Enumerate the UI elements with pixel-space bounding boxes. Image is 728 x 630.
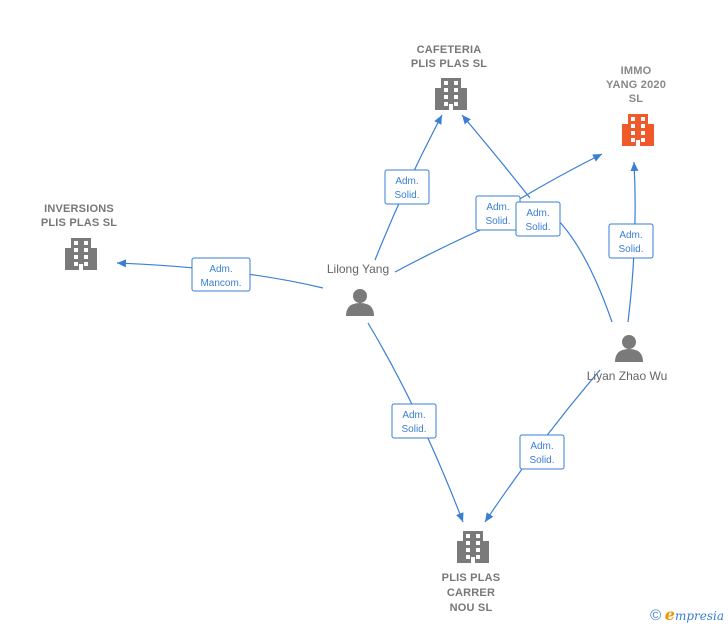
relation-line-2: Solid. (401, 424, 426, 435)
company-immo[interactable]: IMMO YANG 2020 SL (606, 65, 666, 146)
relation-line-1: Adm. (619, 230, 642, 241)
copyright-symbol: © (650, 607, 662, 624)
person-name: Liyan Zhao Wu (587, 369, 668, 383)
relation-line-2: Mancom. (200, 278, 241, 289)
relation-line-2: Solid. (394, 190, 419, 201)
relation-line-1: Adm. (395, 176, 418, 187)
relation-box-r7[interactable]: Adm. Solid. (519, 434, 565, 470)
relation-line-1: Adm. (486, 202, 509, 213)
relation-line-2: Solid. (618, 244, 643, 255)
relation-box-r1[interactable]: Adm. Mancom. (191, 257, 251, 292)
company-name-line: SL (629, 93, 644, 105)
company-inversions[interactable]: INVERSIONS PLIS PLAS SL (41, 203, 117, 270)
building-icon (622, 114, 654, 146)
person-icon (346, 289, 374, 316)
company-name-line: PLIS PLAS SL (41, 217, 117, 229)
relation-line-1: Adm. (402, 410, 425, 421)
brand-name: mpresia (674, 609, 724, 623)
relation-line-1: Adm. (209, 264, 232, 275)
relation-line-1: Adm. (530, 441, 553, 452)
company-name-line: NOU SL (450, 602, 493, 614)
relation-line-2: Solid. (525, 222, 550, 233)
relation-line-2: Solid. (529, 455, 554, 466)
company-name-line: IMMO (621, 65, 652, 77)
person-liyan[interactable]: Liyan Zhao Wu (587, 335, 668, 383)
company-name-line: YANG 2020 (606, 79, 666, 91)
relation-box-r6[interactable]: Adm. Solid. (391, 403, 437, 439)
relation-line-2: Solid. (485, 216, 510, 227)
company-name-line: CARRER (447, 587, 495, 599)
company-name-line: INVERSIONS (44, 203, 114, 215)
company-cafeteria[interactable]: CAFETERIA PLIS PLAS SL (411, 44, 487, 110)
relation-box-r2[interactable]: Adm. Solid. (384, 169, 430, 205)
edge-liyan-cafeteria (461, 114, 531, 199)
company-name-line: PLIS PLAS SL (411, 58, 487, 70)
person-lilong[interactable]: Lilong Yang (327, 262, 389, 316)
building-icon (435, 78, 467, 110)
company-name-line: PLIS PLAS (442, 572, 501, 584)
footer-brand: © empresia (650, 605, 724, 624)
building-icon (65, 238, 97, 270)
relation-line-1: Adm. (526, 208, 549, 219)
company-name-line: CAFETERIA (417, 44, 482, 56)
company-carrer[interactable]: PLIS PLAS CARRER NOU SL (442, 531, 501, 614)
edge-to-immo (517, 153, 603, 201)
relation-box-r3[interactable]: Adm. Solid. (475, 195, 521, 231)
person-icon (615, 335, 643, 362)
relation-box-r5[interactable]: Adm. Solid. (608, 223, 654, 259)
person-name: Lilong Yang (327, 262, 389, 276)
brand-logo: empresia (665, 605, 724, 624)
relation-box-r4[interactable]: Adm. Solid. (515, 201, 561, 237)
building-icon (457, 531, 489, 563)
brand-initial: e (664, 605, 675, 624)
